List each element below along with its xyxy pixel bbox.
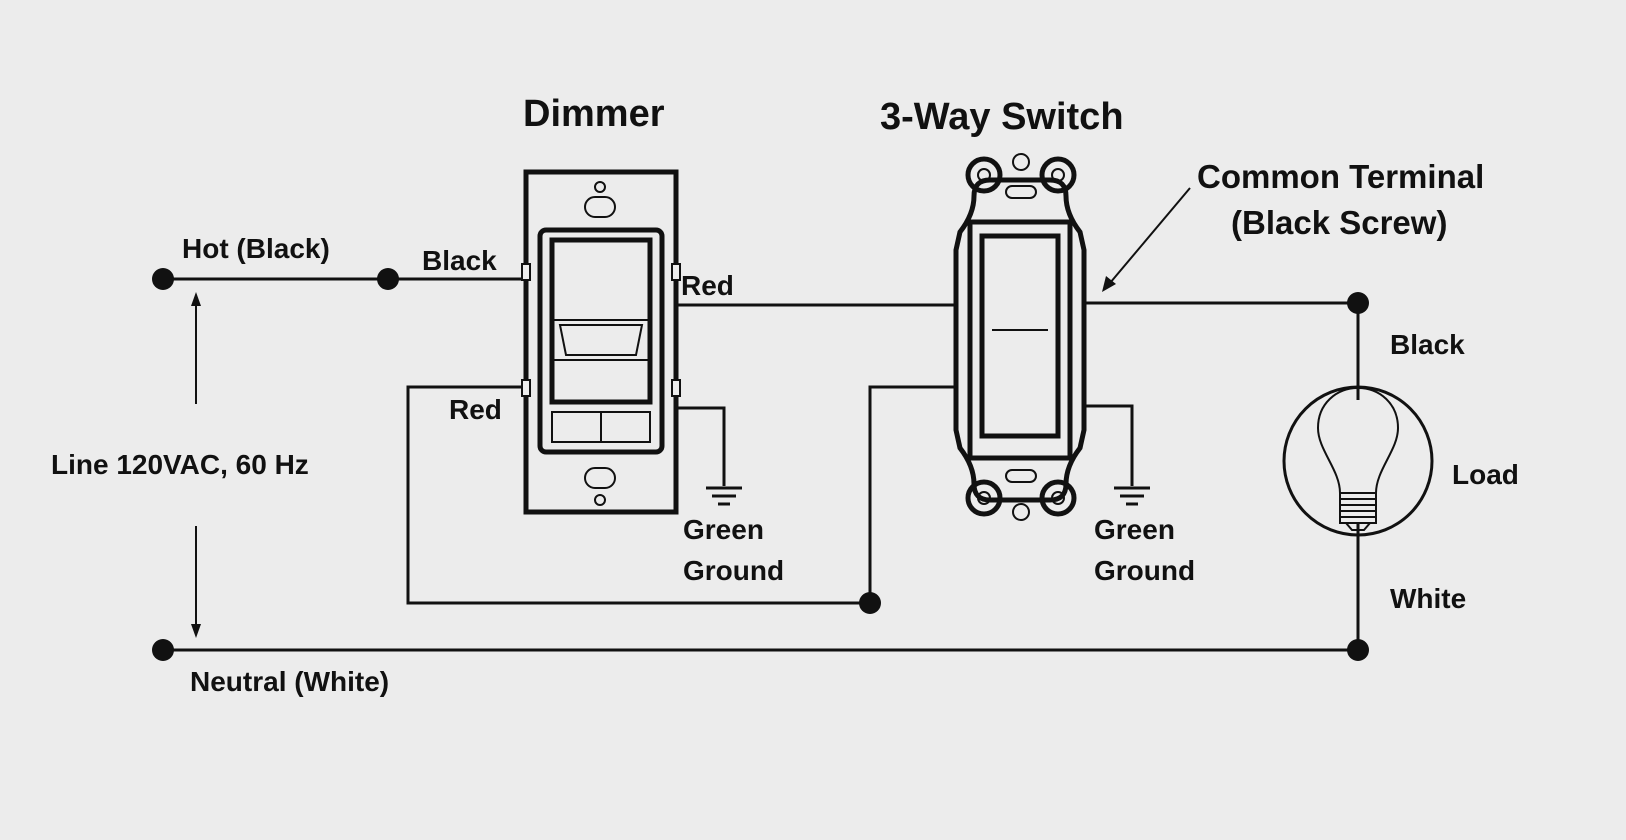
line-voltage-arrow-down	[191, 526, 201, 638]
neutral-terminal-dot	[152, 639, 174, 661]
neutral-label: Neutral (White)	[190, 666, 389, 697]
traveler-junction-dot	[859, 592, 881, 614]
load-label: Load	[1452, 459, 1519, 490]
dimmer-black-junction-dot	[377, 268, 399, 290]
dimmer-ground-green-label: Green	[683, 514, 764, 545]
switch-ground-wire	[1084, 404, 1134, 486]
black-screw-label: (Black Screw)	[1231, 204, 1447, 241]
dimmer-ground-symbol	[706, 486, 742, 506]
line-voltage-arrow-up	[191, 292, 201, 404]
load-white-junction-dot	[1347, 639, 1369, 661]
three-way-switch-device	[953, 153, 1087, 521]
switch-ground-ground-label: Ground	[1094, 555, 1195, 586]
switch-ground-symbol	[1114, 486, 1150, 506]
load-black-label: Black	[1390, 329, 1465, 360]
line-voltage-label: Line 120VAC, 60 Hz	[51, 449, 309, 480]
hot-terminal-dot	[152, 268, 174, 290]
dimmer-ground-ground-label: Ground	[683, 555, 784, 586]
dimmer-title: Dimmer	[523, 93, 665, 135]
dimmer-black-label: Black	[422, 245, 497, 276]
common-terminal-arrow	[1102, 187, 1191, 292]
switch-title: 3-Way Switch	[880, 96, 1124, 138]
dimmer-red-left-label: Red	[449, 394, 502, 425]
traveler-wire	[406, 385, 958, 605]
load-white-label: White	[1390, 583, 1466, 614]
dimmer-device	[521, 169, 681, 515]
lamp-bulb-icon	[1282, 385, 1434, 537]
common-terminal-label: Common Terminal	[1197, 158, 1484, 195]
switch-ground-green-label: Green	[1094, 514, 1175, 545]
hot-label: Hot (Black)	[182, 233, 330, 264]
dimmer-red-right-label: Red	[681, 270, 734, 301]
load-black-junction-dot	[1347, 292, 1369, 314]
dimmer-ground-wire	[676, 406, 726, 486]
